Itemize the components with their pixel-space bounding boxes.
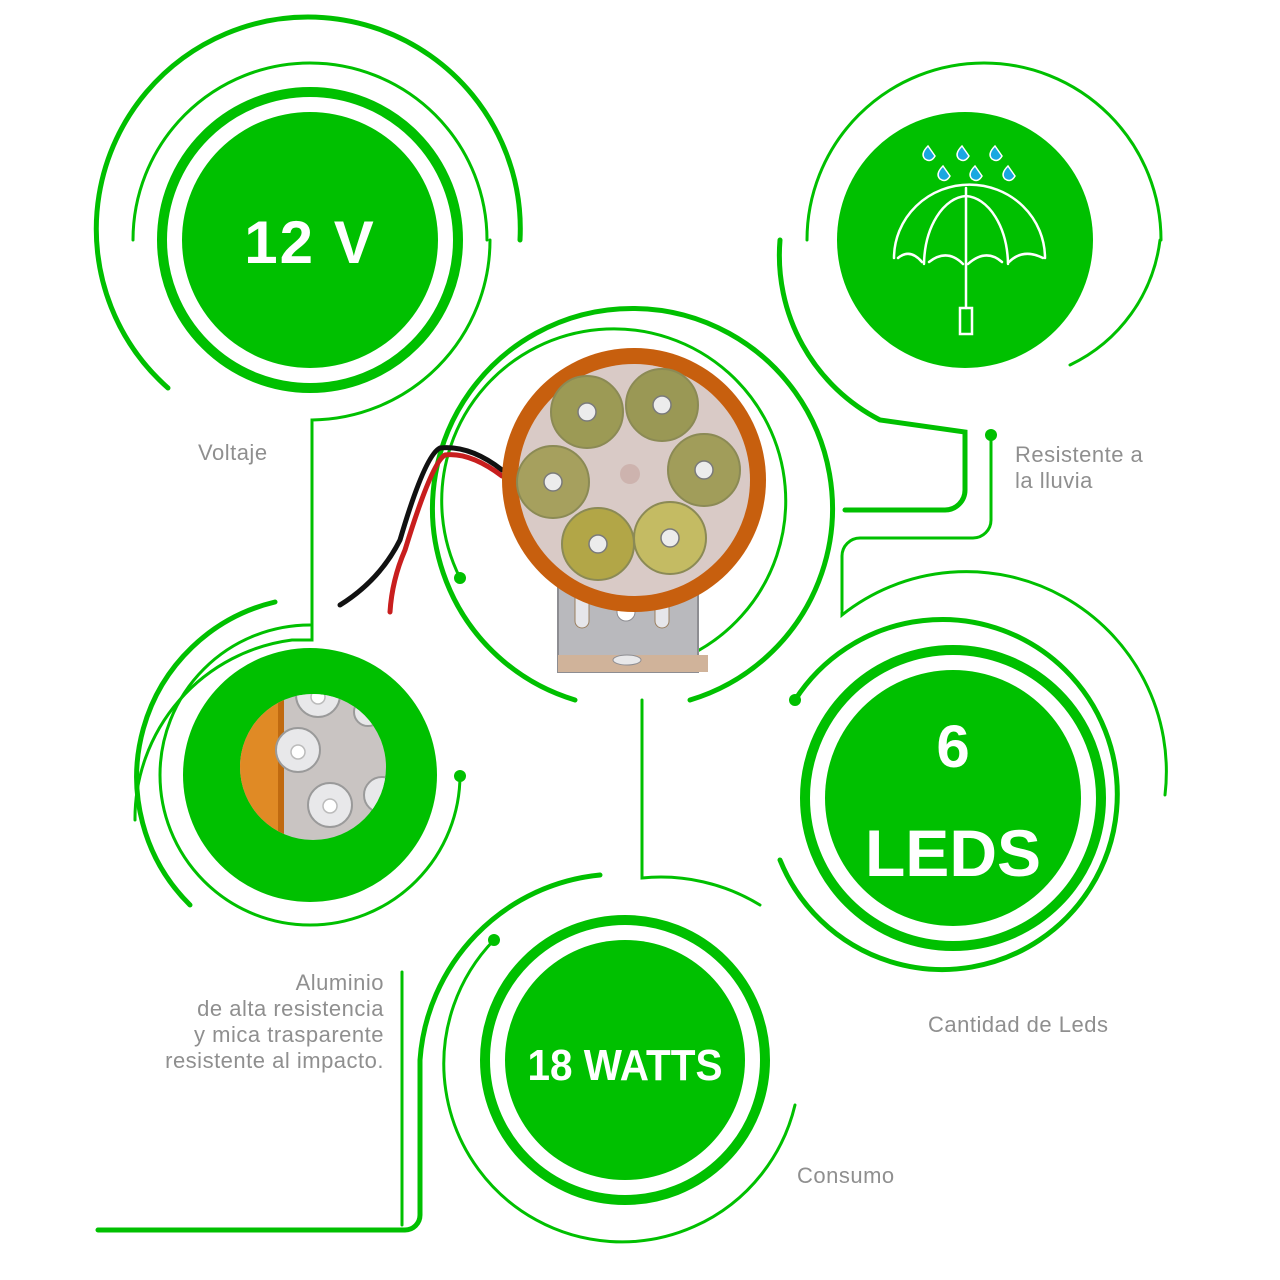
umbrella-rain-icon <box>892 144 1047 336</box>
voltage-value: 12 V <box>244 209 376 276</box>
leds-unit-value: LEDS <box>864 816 1042 890</box>
power-label: Consumo <box>797 1163 895 1188</box>
material-label-line4: resistente al impacto. <box>165 1048 384 1073</box>
voltage-badge <box>182 112 438 368</box>
material-label-line2: de alta resistencia <box>197 996 384 1021</box>
voltage-label: Voltaje <box>198 440 268 465</box>
power-wires <box>337 445 505 615</box>
power-badge <box>505 940 745 1180</box>
material-label-line3: y mica trasparente <box>194 1022 384 1047</box>
rain-label: Resistente a la lluvia <box>1015 442 1143 494</box>
rain-label-line1: Resistente a <box>1015 442 1144 467</box>
leds-badge <box>825 670 1081 926</box>
rain-label-line2: la lluvia <box>1015 468 1093 493</box>
power-value: 18 WATTS <box>527 1041 723 1090</box>
leds-count-value: 6 <box>936 713 970 780</box>
material-label-line1: Aluminio <box>295 970 384 995</box>
leds-label: Cantidad de Leds <box>928 1012 1109 1037</box>
led-work-light-lamp <box>502 348 766 612</box>
material-label: Aluminio de alta resistencia y mica tras… <box>90 970 384 1074</box>
